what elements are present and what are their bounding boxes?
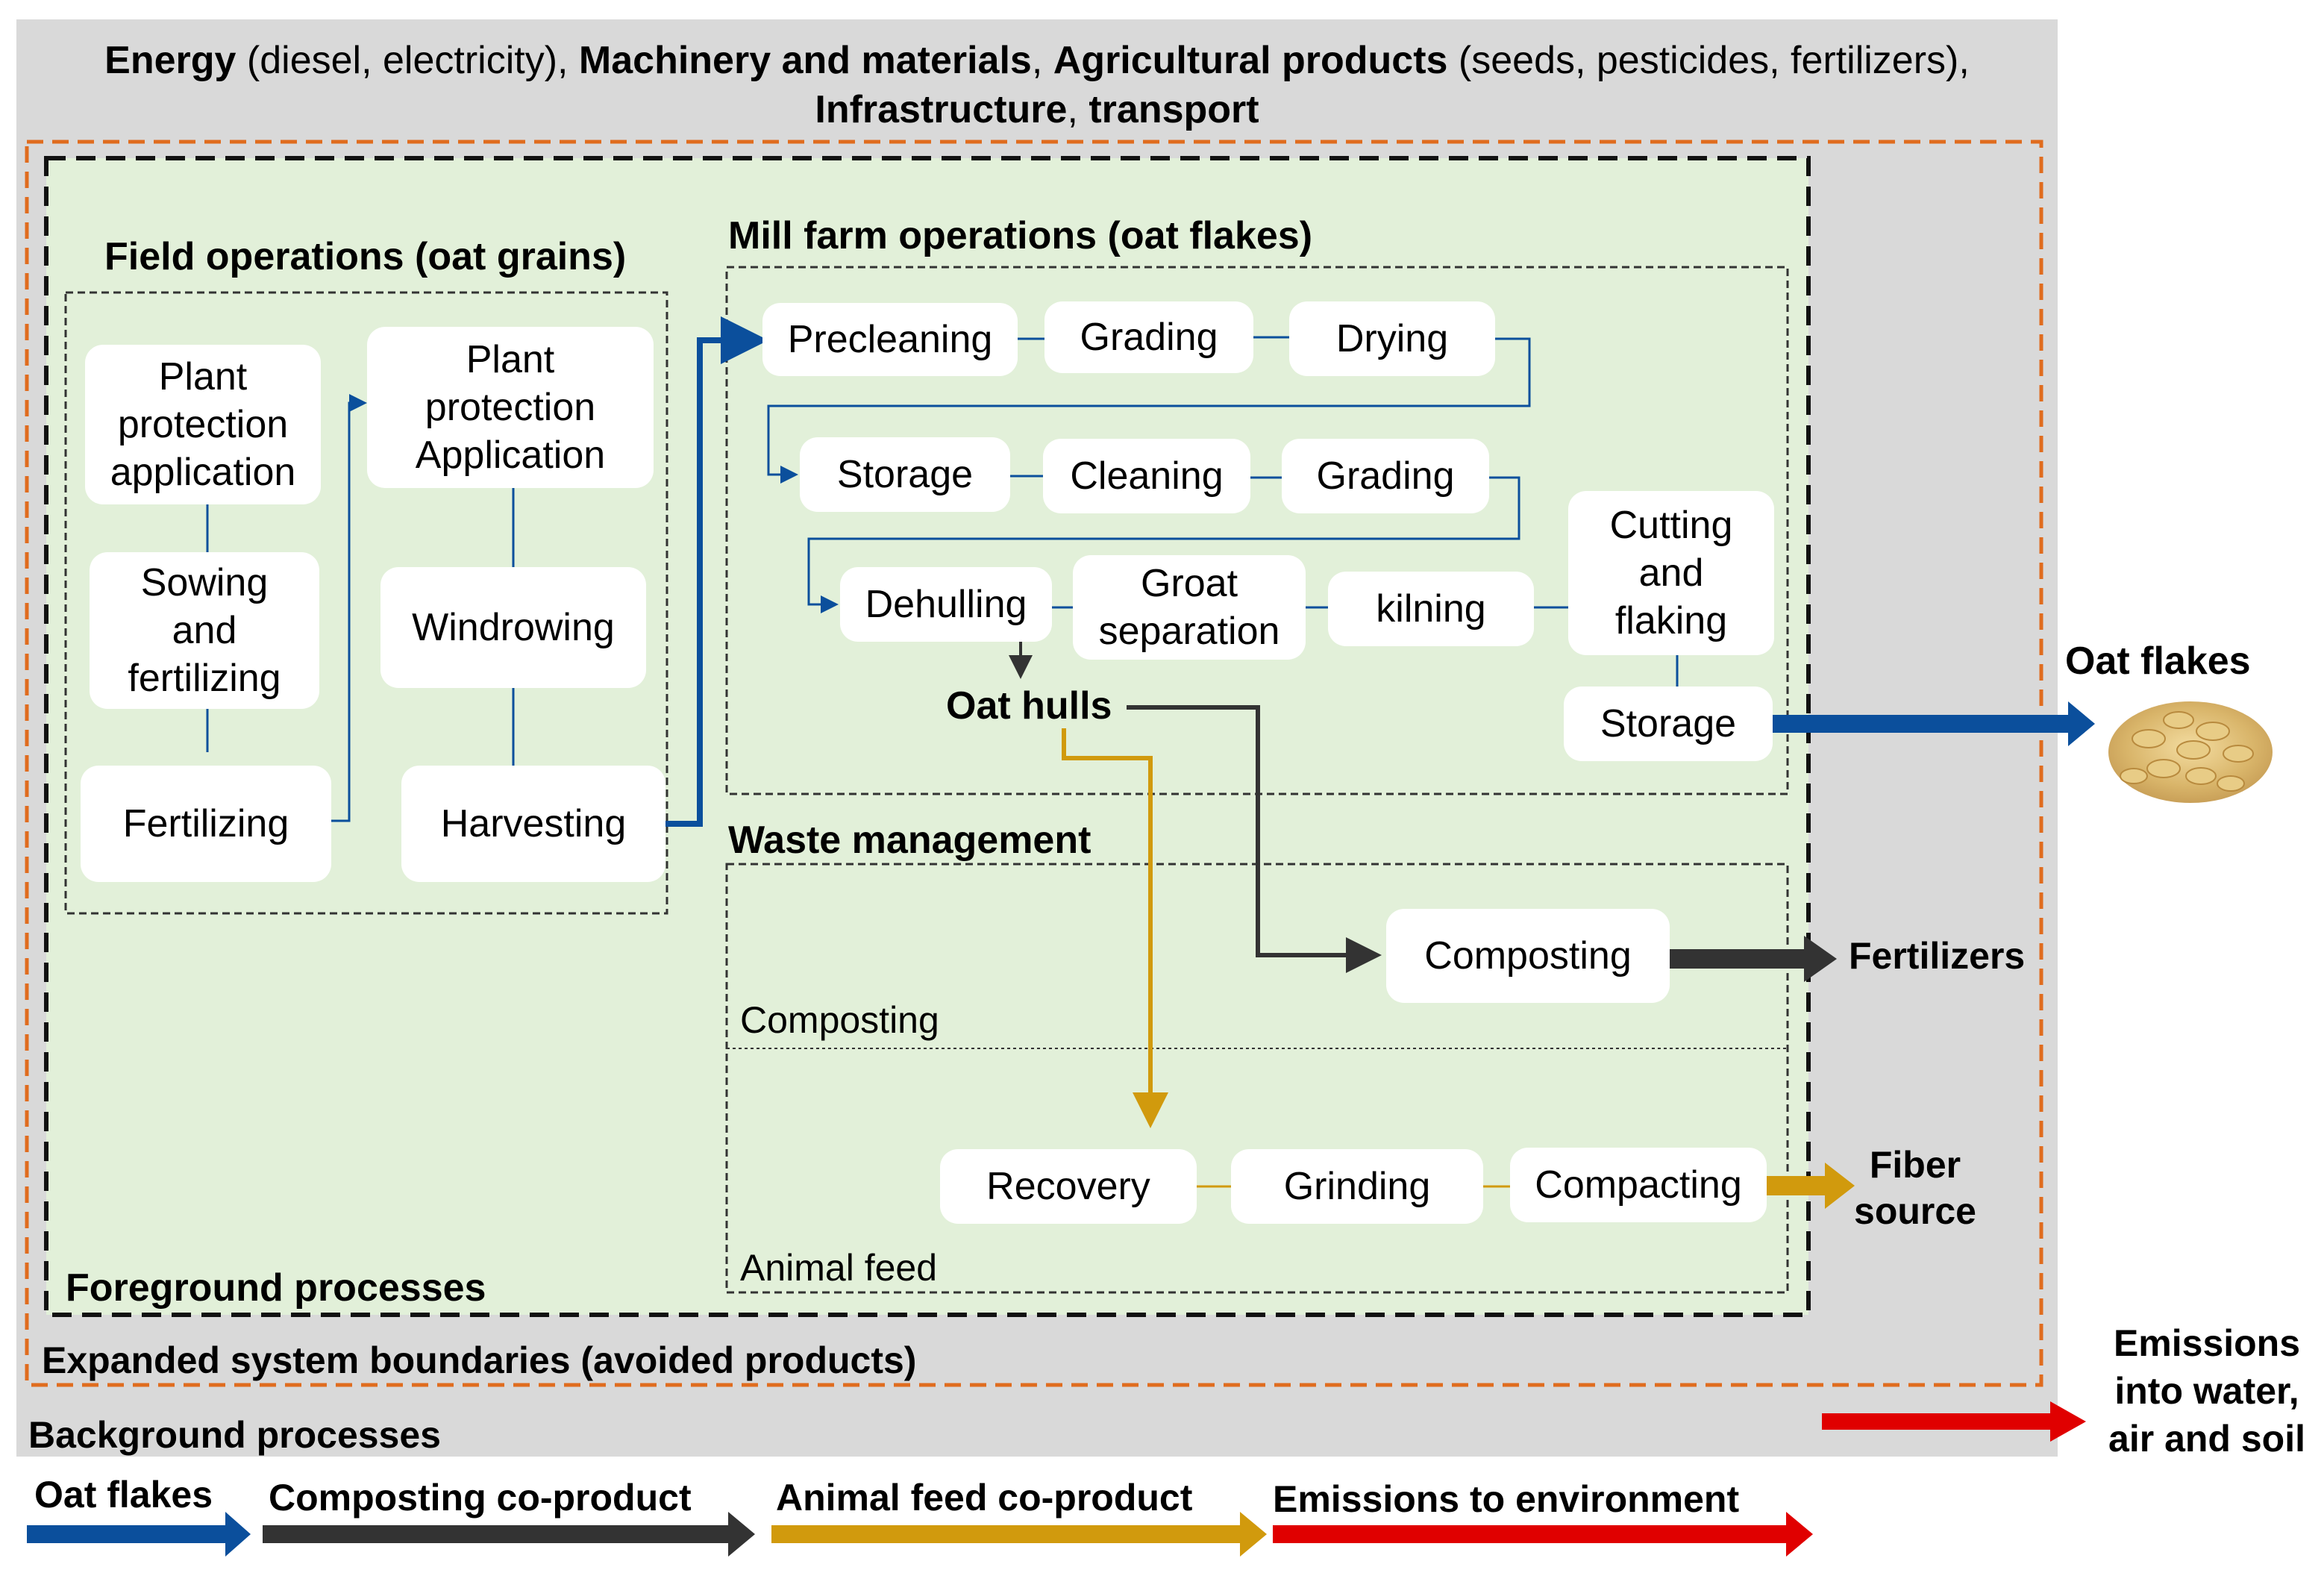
transport-label: transport	[1089, 88, 1259, 131]
infrastructure-label: Infrastructure	[815, 88, 1068, 131]
cutting-flaking-box: Cutting and flaking	[1568, 491, 1774, 655]
fertilizers-output-arrow	[1670, 936, 1837, 982]
emissions-output-arrow	[1822, 1401, 2086, 1442]
oat-hulls-label: Oat hulls	[946, 684, 1112, 728]
composting-zone-label: Composting	[740, 999, 939, 1041]
cleaning-box: Cleaning	[1043, 439, 1250, 513]
machinery-label: Machinery and materials	[578, 39, 1032, 82]
fertilizers-output-label: Fertilizers	[1849, 935, 2026, 977]
field-operations-boundary	[64, 291, 668, 915]
dehulling-box: Dehulling	[840, 567, 1052, 642]
legend-animal-feed-label: Animal feed co-product	[776, 1477, 1193, 1519]
field-operations-title: Field operations (oat grains)	[104, 235, 627, 278]
oat-flakes-output-arrow	[1773, 701, 2095, 746]
legend-composting-label: Composting co-product	[269, 1477, 692, 1519]
harvest-to-mill-flow	[665, 316, 768, 827]
precleaning-box: Precleaning	[762, 303, 1018, 376]
fiber-source-output-label: Fiber source	[1854, 1144, 1976, 1232]
grinding-box: Grinding	[1231, 1149, 1483, 1224]
animal-feed-zone-label: Animal feed	[740, 1247, 938, 1289]
hulls-to-animal-feed-flow	[1062, 728, 1168, 1128]
storage-box-2: Storage	[1564, 687, 1773, 761]
drying-box: Drying	[1289, 301, 1495, 376]
legend-blue-arrow	[27, 1512, 251, 1557]
energy-detail: (diesel, electricity),	[236, 39, 579, 82]
harvesting-box: Harvesting	[401, 766, 665, 882]
emissions-output-label: Emissions into water, air and soil	[2108, 1322, 2305, 1460]
windrowing-box: Windrowing	[380, 567, 646, 688]
fiber-source-output-arrow	[1764, 1163, 1855, 1209]
composting-box: Composting	[1386, 909, 1670, 1003]
kilning-box: kilning	[1328, 572, 1534, 646]
fertilizing-box: Fertilizing	[81, 766, 331, 882]
storage-box-1: Storage	[800, 437, 1010, 512]
waste-management-title: Waste management	[728, 819, 1091, 862]
agri-detail: (seeds, pesticides, fertilizers),	[1447, 39, 1970, 82]
sowing-fertilizing-box: Sowing and fertilizing	[90, 552, 319, 709]
grading-box-2: Grading	[1282, 439, 1489, 513]
legend-red-arrow	[1273, 1512, 1813, 1557]
legend-oat-flakes-label: Oat flakes	[34, 1474, 213, 1516]
legend-gold-arrow	[771, 1512, 1267, 1557]
background-processes-label: Background processes	[28, 1414, 441, 1456]
expanded-boundaries-label: Expanded system boundaries (avoided prod…	[42, 1339, 917, 1381]
hulls-to-composting-flow	[1127, 705, 1382, 973]
groat-separation-box: Groat separation	[1073, 555, 1306, 660]
foreground-processes-label: Foreground processes	[66, 1266, 486, 1310]
mill-operations-title: Mill farm operations (oat flakes)	[728, 214, 1313, 257]
plant-protection-box-1: Plant protection application	[85, 345, 321, 504]
legend-emissions-label: Emissions to environment	[1273, 1478, 1740, 1520]
energy-label: Energy	[104, 39, 237, 82]
plant-protection-box-2: Plant protection Application	[367, 327, 654, 488]
oat-flakes-image	[2108, 701, 2273, 803]
background-inputs-text: Energy (diesel, electricity), Machinery …	[104, 39, 1970, 131]
recovery-box: Recovery	[940, 1149, 1197, 1224]
agri-label: Agricultural products	[1053, 39, 1448, 82]
expanded-boundary	[25, 140, 2043, 1387]
grading-box-1: Grading	[1044, 301, 1253, 373]
compacting-box: Compacting	[1510, 1148, 1767, 1222]
legend-dark-arrow	[263, 1512, 755, 1557]
oat-flakes-output-label: Oat flakes	[2065, 639, 2251, 683]
